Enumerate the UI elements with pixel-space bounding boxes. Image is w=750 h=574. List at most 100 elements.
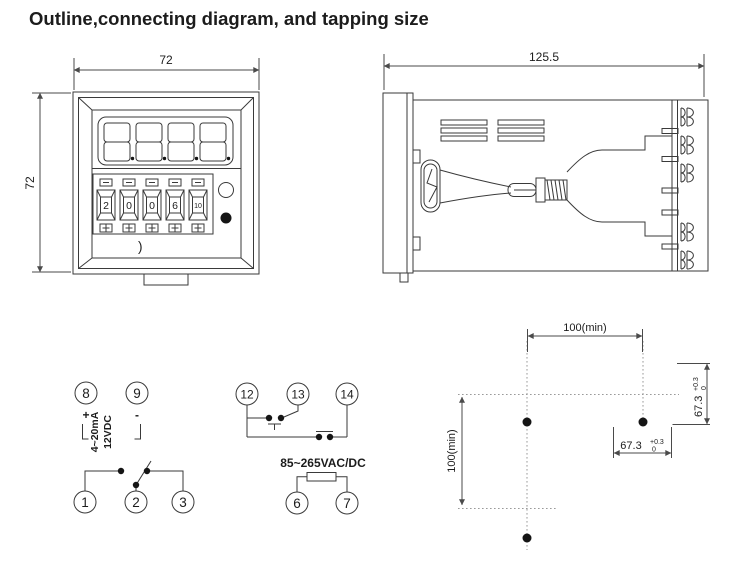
side-outline [382,92,673,283]
front-width-label: 72 [159,53,173,67]
thumbwheel-block: 2 0 0 6 10 [92,173,214,235]
tolerance-upper: +0.3 [693,377,700,391]
front-view: 72 72 [23,53,260,286]
terminal-label-2: 2 [132,495,140,510]
front-height-label: 72 [23,176,37,190]
terminal-screw [680,163,694,183]
vertical-spacing-label: 100(min) [446,429,458,472]
analog-input-diagram: 8 9 + - 4~20mA 12VDC [74,381,149,452]
terminal-circle-3 [171,490,195,514]
screw-collar [535,177,546,203]
bezel-foot [399,272,409,283]
led-indicator-open [218,182,234,198]
contact-dot [132,481,140,489]
terminal-pin [661,128,679,134]
terminal-label-13: 13 [291,388,305,402]
power-supply-diagram: 85~265VAC/DC 6 7 [280,456,366,515]
cutout-height-dimension: 67.3 +0.3 0 [672,363,710,425]
contact-dot [277,414,285,422]
display-digit [167,122,195,162]
terminal-label-7: 7 [343,496,351,511]
wheel-digit: 10 [194,203,202,210]
page-title: Outline,connecting diagram, and tapping … [29,8,429,29]
terminal-block [661,99,709,272]
decimal-point [130,156,135,161]
mounting-hole [638,417,648,427]
terminal-label-9: 9 [133,386,141,401]
screw-thread [544,179,568,201]
panel-mark: ) [138,239,143,254]
terminal-pin [661,156,679,162]
terminal-label-1: 1 [81,495,89,510]
mounting-hole [522,417,532,427]
mounting-clamp [420,135,672,237]
contact-dot [117,467,125,475]
side-view: 125.5 [382,50,709,283]
seven-segment-display [97,116,234,166]
wheel-digit: 0 [149,200,155,212]
display-digit [103,122,131,162]
mounting-hole [522,533,532,543]
switch-lever [135,460,152,486]
bracket-left [82,424,89,440]
terminal-circle-2 [124,490,148,514]
polarity-plus: + [82,408,89,422]
horizontal-spacing-dimension: 100(min) [527,322,643,352]
terminal-label-8: 8 [82,386,90,401]
terminal-pin [661,243,679,250]
signal-range-label: 4~20mA [89,411,101,452]
supply-label: 12VDC [102,415,114,449]
cutout-width-label: 67.3 [620,440,641,452]
terminal-label-12: 12 [240,388,254,402]
terminal-label-14: 14 [340,388,354,402]
front-width-dimension: 72 [73,53,260,90]
terminal-screw [680,222,694,242]
decimal-point [162,156,167,161]
bracket-right [134,424,141,440]
cutout-height-label: 67.3 [693,396,705,417]
contact-dot [326,433,334,441]
tolerance-lower: 0 [701,386,708,390]
terminal-label-6: 6 [293,496,301,511]
terminal-screw [680,107,694,127]
vertical-spacing-dimension: 100(min) [446,396,465,506]
wheel-digit: 2 [103,200,109,212]
terminal-label-3: 3 [179,495,187,510]
terminal-circle-1 [73,490,97,514]
terminal-circle-6 [285,491,309,515]
wheel-digit: 0 [126,200,132,212]
spring-icon [426,168,438,203]
tolerance-upper: +0.3 [650,439,664,446]
terminal-circle-9 [125,381,149,405]
side-depth-dimension: 125.5 [383,50,705,97]
power-element [306,472,337,482]
tolerance-lower: 0 [652,447,656,454]
terminal-screw [680,250,694,270]
terminal-pin [661,187,679,194]
wheel-digit: 6 [172,200,178,212]
vent-slots [440,119,545,142]
terminal-circle-7 [335,491,359,515]
contact-dot [315,433,323,441]
front-height-dimension: 72 [23,92,71,273]
bottom-connector-tab [143,274,189,286]
terminal-circle-8 [74,381,98,405]
decimal-point [194,156,199,161]
decimal-point [226,156,231,161]
relay-output-diagram: 1 2 3 [73,460,195,514]
chassis-taper [566,199,672,237]
horizontal-spacing-label: 100(min) [563,322,606,334]
display-digit [135,122,163,162]
terminal-pin [661,209,679,216]
front-bezel [72,91,260,286]
contact-dot [265,414,273,422]
side-depth-label: 125.5 [529,50,559,64]
tapping-size-diagram: 100(min) 100(min) 67.3 +0.3 0 67.3 +0.3 … [446,322,710,550]
control-contact-diagram: 12 13 14 [235,382,359,441]
display-digit [199,122,227,162]
power-rating-label: 85~265VAC/DC [280,456,366,470]
polarity-minus: - [135,408,139,422]
chassis-taper [566,135,672,173]
led-indicator-filled [220,212,232,224]
